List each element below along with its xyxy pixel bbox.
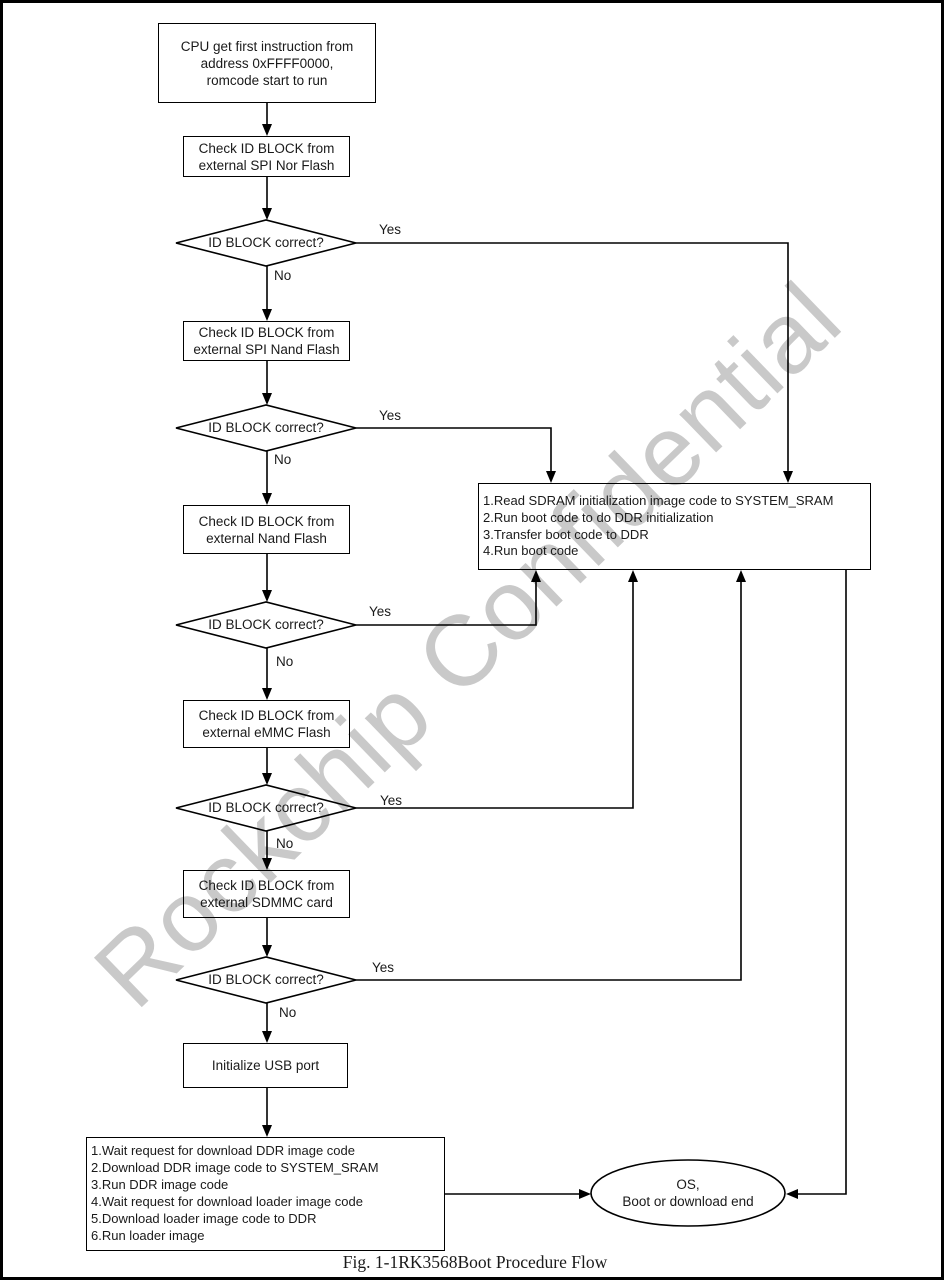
figure-caption: Fig. 1-1RK3568Boot Procedure Flow xyxy=(342,1252,608,1272)
flow-connectors xyxy=(175,103,847,1227)
node-check-sdmmc-text: Check ID BLOCK from external SDMMC card xyxy=(198,878,335,910)
connector-diamond1-no-to-spinand xyxy=(262,266,272,321)
no-label-3: No xyxy=(276,654,294,669)
connector-diamond5-yes-to-sdram xyxy=(356,570,746,981)
connector-download-to-os-end xyxy=(445,1189,591,1199)
node-sdram-boot-steps: 1.Read SDRAM initialization image code t… xyxy=(478,483,871,570)
yes-label-4: Yes xyxy=(380,793,403,808)
ellipse-os-end xyxy=(590,1159,786,1227)
node-os-end-text: OS, Boot or download end xyxy=(622,1177,754,1209)
connector-diamond3-no-to-emmc xyxy=(262,648,272,700)
yes-label-3: Yes xyxy=(369,604,392,619)
no-label-1: No xyxy=(274,268,292,283)
node-usb-download-steps-text: 1.Wait request for download DDR image co… xyxy=(91,1143,379,1243)
node-cpu-start-text: CPU get first instruction from address 0… xyxy=(180,38,354,88)
connector-emmc-to-diamond4 xyxy=(262,748,272,785)
node-sdram-boot-steps-text: 1.Read SDRAM initialization image code t… xyxy=(483,492,834,559)
connector-diamond2-no-to-nand xyxy=(262,451,272,505)
connector-diamond3-yes-to-sdram xyxy=(356,570,541,626)
no-label-2: No xyxy=(274,452,292,467)
node-init-usb-text: Initialize USB port xyxy=(211,1058,320,1073)
decision-nand-label: ID BLOCK correct? xyxy=(208,617,324,632)
connector-diamond1-yes-to-sdram xyxy=(356,242,793,483)
connector-spinand-to-diamond2 xyxy=(262,361,272,405)
connector-cpu-to-spinor xyxy=(262,103,272,136)
connector-sdmmc-to-diamond5 xyxy=(262,918,272,957)
connector-nand-to-diamond3 xyxy=(262,554,272,602)
yes-label-1: Yes xyxy=(379,222,402,237)
node-check-spi-nand: Check ID BLOCK from external SPI Nand Fl… xyxy=(183,321,350,361)
node-check-sdmmc: Check ID BLOCK from external SDMMC card xyxy=(183,870,350,918)
node-init-usb: Initialize USB port xyxy=(183,1043,348,1088)
connector-diamond4-yes-to-sdram xyxy=(356,570,638,809)
connector-usb-to-download xyxy=(262,1088,272,1137)
node-check-nand-text: Check ID BLOCK from external Nand Flash xyxy=(198,513,335,546)
node-cpu-start: CPU get first instruction from address 0… xyxy=(158,23,376,103)
connector-diamond2-yes-to-sdram xyxy=(356,427,556,483)
node-check-emmc: Check ID BLOCK from external eMMC Flash xyxy=(183,700,350,748)
connector-diamond5-no-to-usb xyxy=(262,1003,272,1043)
node-usb-download-steps: 1.Wait request for download DDR image co… xyxy=(86,1137,445,1251)
connector-spinor-to-diamond1 xyxy=(262,176,272,220)
connector-diamond4-no-to-sdmmc xyxy=(262,831,272,870)
connector-sdram-to-os-end xyxy=(786,570,847,1199)
node-check-emmc-text: Check ID BLOCK from external eMMC Flash xyxy=(198,708,335,740)
decision-emmc-label: ID BLOCK correct? xyxy=(208,800,324,815)
node-check-spi-nor-text: Check ID BLOCK from external SPI Nor Fla… xyxy=(198,140,335,173)
decision-spi-nor-label: ID BLOCK correct? xyxy=(208,235,324,250)
node-check-nand: Check ID BLOCK from external Nand Flash xyxy=(183,505,350,554)
no-label-4: No xyxy=(276,836,294,851)
decision-spi-nand-label: ID BLOCK correct? xyxy=(208,420,324,435)
node-check-spi-nor: Check ID BLOCK from external SPI Nor Fla… xyxy=(183,136,350,177)
yes-label-5: Yes xyxy=(372,960,395,975)
decision-sdmmc-label: ID BLOCK correct? xyxy=(208,972,324,987)
no-label-5: No xyxy=(279,1005,297,1020)
node-check-spi-nand-text: Check ID BLOCK from external SPI Nand Fl… xyxy=(193,325,340,357)
yes-label-2: Yes xyxy=(379,408,402,423)
